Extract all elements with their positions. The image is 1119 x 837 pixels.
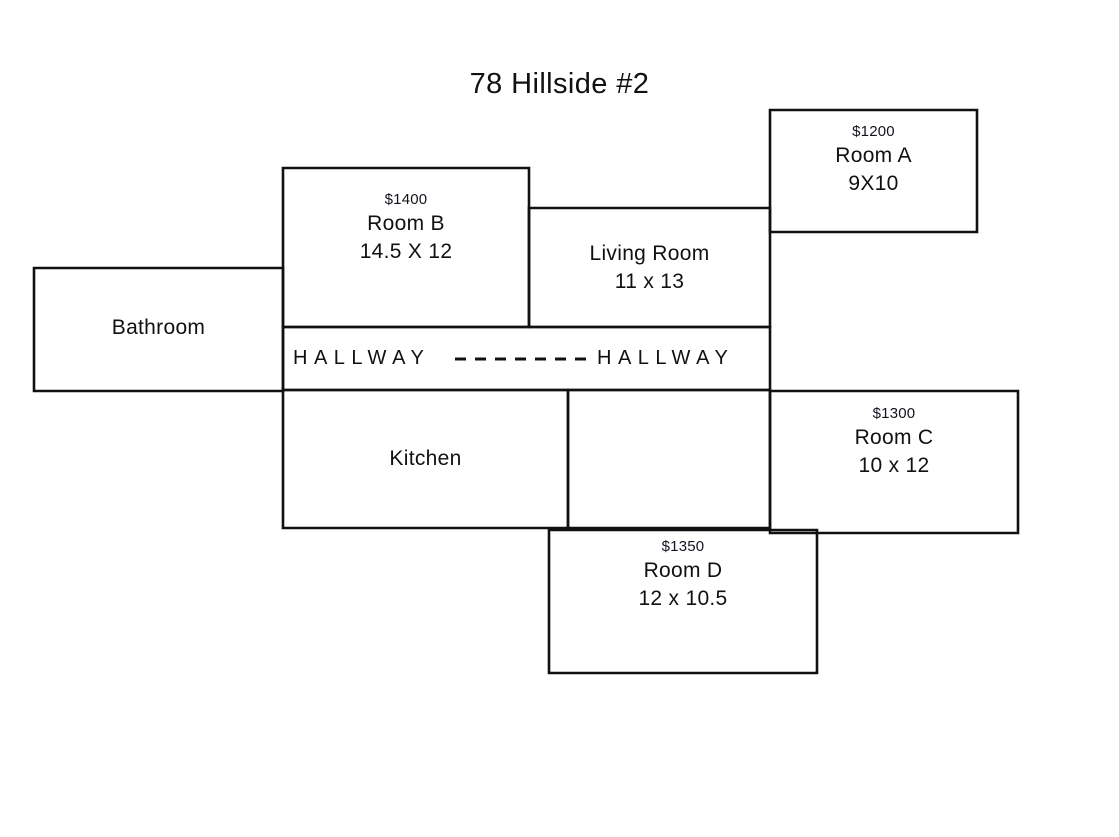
room-c-name: Room C xyxy=(854,426,934,449)
bathroom-name: Bathroom xyxy=(111,316,206,339)
room-c-dimensions: 10 x 12 xyxy=(858,454,930,477)
room-c-outline xyxy=(768,389,1020,535)
room-d-dimensions: 12 x 10.5 xyxy=(638,587,728,610)
room-c-label: $1300 Room C 10 x 12 xyxy=(770,404,1018,480)
page-title: 78 Hillside #2 xyxy=(469,68,650,100)
room-a-price: $1200 xyxy=(852,123,895,140)
living-room-dimensions: 11 x 13 xyxy=(614,270,685,293)
room-a-label: $1200 Room A 9X10 xyxy=(770,122,977,198)
room-d-label: $1350 Room D 12 x 10.5 xyxy=(549,537,817,613)
kitchen-label: Kitchen xyxy=(283,445,568,473)
center-lower-section-outline xyxy=(566,388,772,530)
room-b-dimensions: 14.5 X 12 xyxy=(359,240,453,263)
hallway-left-label: HALLWAY xyxy=(293,347,431,369)
bathroom-label: Bathroom xyxy=(34,314,283,342)
room-b-name: Room B xyxy=(367,212,445,235)
living-room-label: Living Room 11 x 13 xyxy=(529,240,770,296)
room-a-name: Room A xyxy=(835,144,912,167)
room-d-name: Room D xyxy=(643,559,723,582)
room-a-outline xyxy=(768,108,979,234)
living-room-name: Living Room xyxy=(589,242,710,265)
room-b-label: $1400 Room B 14.5 X 12 xyxy=(283,190,529,266)
kitchen-name: Kitchen xyxy=(389,447,462,470)
room-b-price: $1400 xyxy=(384,191,428,208)
room-c-price: $1300 xyxy=(872,405,916,422)
room-d-outline xyxy=(547,528,819,675)
room-d-price: $1350 xyxy=(661,538,705,555)
room-a-dimensions: 9X10 xyxy=(848,172,899,195)
hallway-right-label: HALLWAY xyxy=(597,347,735,369)
